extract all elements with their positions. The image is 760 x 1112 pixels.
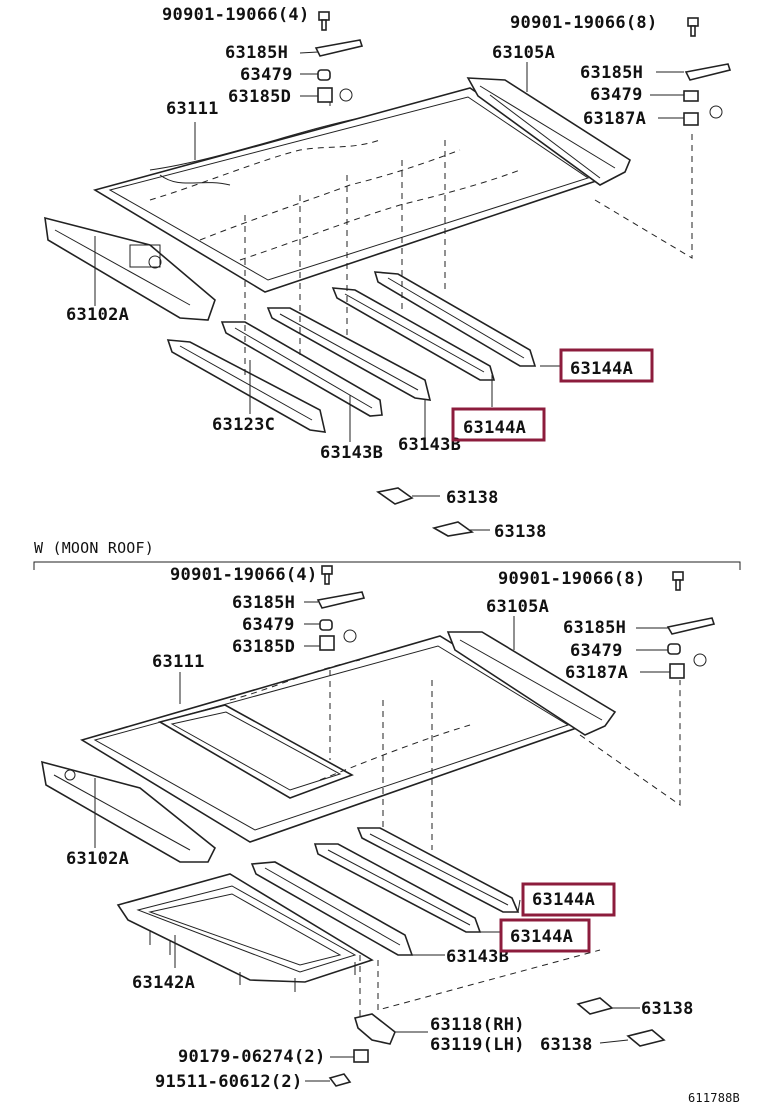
label-bracket2-b: 63138 xyxy=(540,1035,593,1055)
reinforcement-63143b-1-top xyxy=(220,321,383,417)
screw-icon xyxy=(328,1073,352,1087)
bolt-icon xyxy=(321,565,333,585)
label-roof-panel: 63111 xyxy=(166,99,219,119)
diagram-id: 611788B xyxy=(688,1091,740,1105)
assembly-lines-top xyxy=(244,100,693,380)
label-reinf-c: 63123C xyxy=(212,415,275,435)
clip-icon xyxy=(319,629,357,651)
highlight-box-a2 xyxy=(559,348,654,383)
label-clip-h-left-b: 63185H xyxy=(232,593,295,613)
housing-63142a xyxy=(116,873,374,992)
clip-icon xyxy=(317,87,353,103)
bracket-icon xyxy=(376,487,414,505)
label-screw: 91511-60612(2) xyxy=(155,1072,303,1092)
reinforcement-63144a-2-top xyxy=(373,271,537,367)
fasteners-bottom xyxy=(316,565,716,1087)
label-housing: 63142A xyxy=(132,973,195,993)
leader-lines-top xyxy=(94,51,684,531)
label-bracket2: 63138 xyxy=(494,522,547,542)
label-clip-a-b: 63187A xyxy=(565,663,628,683)
bracket-icon xyxy=(626,1029,666,1047)
clip-icon xyxy=(666,617,716,635)
bracket-icon xyxy=(576,997,614,1015)
cushion-icon xyxy=(683,90,699,102)
front-rail-bottom xyxy=(40,760,217,863)
label-cushion-right: 63479 xyxy=(590,85,643,105)
bottom-section: 90901-19066(4) 63185H 63479 63185D 63111… xyxy=(40,565,716,1092)
label-reinf-b1: 63143B xyxy=(320,443,383,463)
label-reinf-b2: 63143B xyxy=(398,435,461,455)
clip-icon xyxy=(316,591,366,609)
label-nut: 90179-06274(2) xyxy=(178,1047,326,1067)
label-rail-front: 63102A xyxy=(66,305,129,325)
bracket-icon xyxy=(431,521,475,537)
label-bracket1: 63138 xyxy=(446,488,499,508)
label-rail-rear-b: 63105A xyxy=(486,597,549,617)
label-cushion-right-b: 63479 xyxy=(570,641,623,661)
label-reinf-a2: 63144A xyxy=(570,359,633,379)
label-bolt-left: 90901-19066(4) xyxy=(162,5,310,25)
assembly-lines-bottom xyxy=(329,670,681,1020)
cushion-icon xyxy=(667,643,681,655)
label-roof-panel-b: 63111 xyxy=(152,652,205,672)
clip-icon xyxy=(684,63,732,81)
cushion-icon xyxy=(319,619,333,631)
cushion-icon xyxy=(317,69,331,81)
label-reinf-a2-b: 63144A xyxy=(510,927,573,947)
clip-icon xyxy=(314,39,364,57)
label-clip-d-b: 63185D xyxy=(232,637,295,657)
reinforcement-63123c-top xyxy=(166,339,327,433)
label-rail-rear: 63105A xyxy=(492,43,555,63)
top-section: 90901-19066(4) 63185H 63479 63185D 63111… xyxy=(44,5,732,542)
label-clip-h-left: 63185H xyxy=(225,43,288,63)
label-bolt-left-b: 90901-19066(4) xyxy=(170,565,318,585)
rear-rail-bottom xyxy=(446,631,617,736)
nut-icon xyxy=(353,1049,369,1063)
label-reinf-b-b: 63143B xyxy=(446,947,509,967)
reinforcement-63144a-1-top xyxy=(331,287,496,381)
clip-icon xyxy=(683,105,723,126)
clip-icon xyxy=(669,653,707,679)
label-bolt-right-b: 90901-19066(8) xyxy=(498,569,646,589)
bolt-icon xyxy=(687,17,699,37)
rear-rail-top xyxy=(466,77,631,186)
section-title: W (MOON ROOF) xyxy=(34,539,154,557)
label-cushion-left: 63479 xyxy=(240,65,293,85)
highlight-box-a1 xyxy=(451,407,546,442)
bolt-icon xyxy=(318,11,330,31)
highlight-box-a2-b xyxy=(499,918,591,953)
label-rail-front-b: 63102A xyxy=(66,849,129,869)
front-rail-top xyxy=(44,216,216,321)
section-divider: W (MOON ROOF) xyxy=(33,539,741,570)
label-clip-d: 63185D xyxy=(228,87,291,107)
label-cushion-left-b: 63479 xyxy=(242,615,295,635)
fasteners-top xyxy=(314,11,732,537)
label-clip-h-right: 63185H xyxy=(580,63,643,83)
reinforcement-63143b-2-top xyxy=(266,307,432,401)
label-bracket1-b: 63138 xyxy=(641,999,694,1019)
label-clip-h-right-b: 63185H xyxy=(563,618,626,638)
label-brace-lh: 63119(LH) xyxy=(430,1035,525,1055)
highlight-box-a1-b xyxy=(521,882,616,917)
label-clip-a: 63187A xyxy=(583,109,646,129)
label-bolt-right: 90901-19066(8) xyxy=(510,13,658,33)
bolt-icon xyxy=(672,571,684,591)
label-reinf-a1-b: 63144A xyxy=(532,890,595,910)
leader-lines-bottom xyxy=(94,601,670,1082)
label-brace-rh: 63118(RH) xyxy=(430,1015,525,1035)
brace-icon xyxy=(353,1013,396,1045)
label-reinf-a1: 63144A xyxy=(463,418,526,438)
roof-panel-top xyxy=(92,87,607,293)
